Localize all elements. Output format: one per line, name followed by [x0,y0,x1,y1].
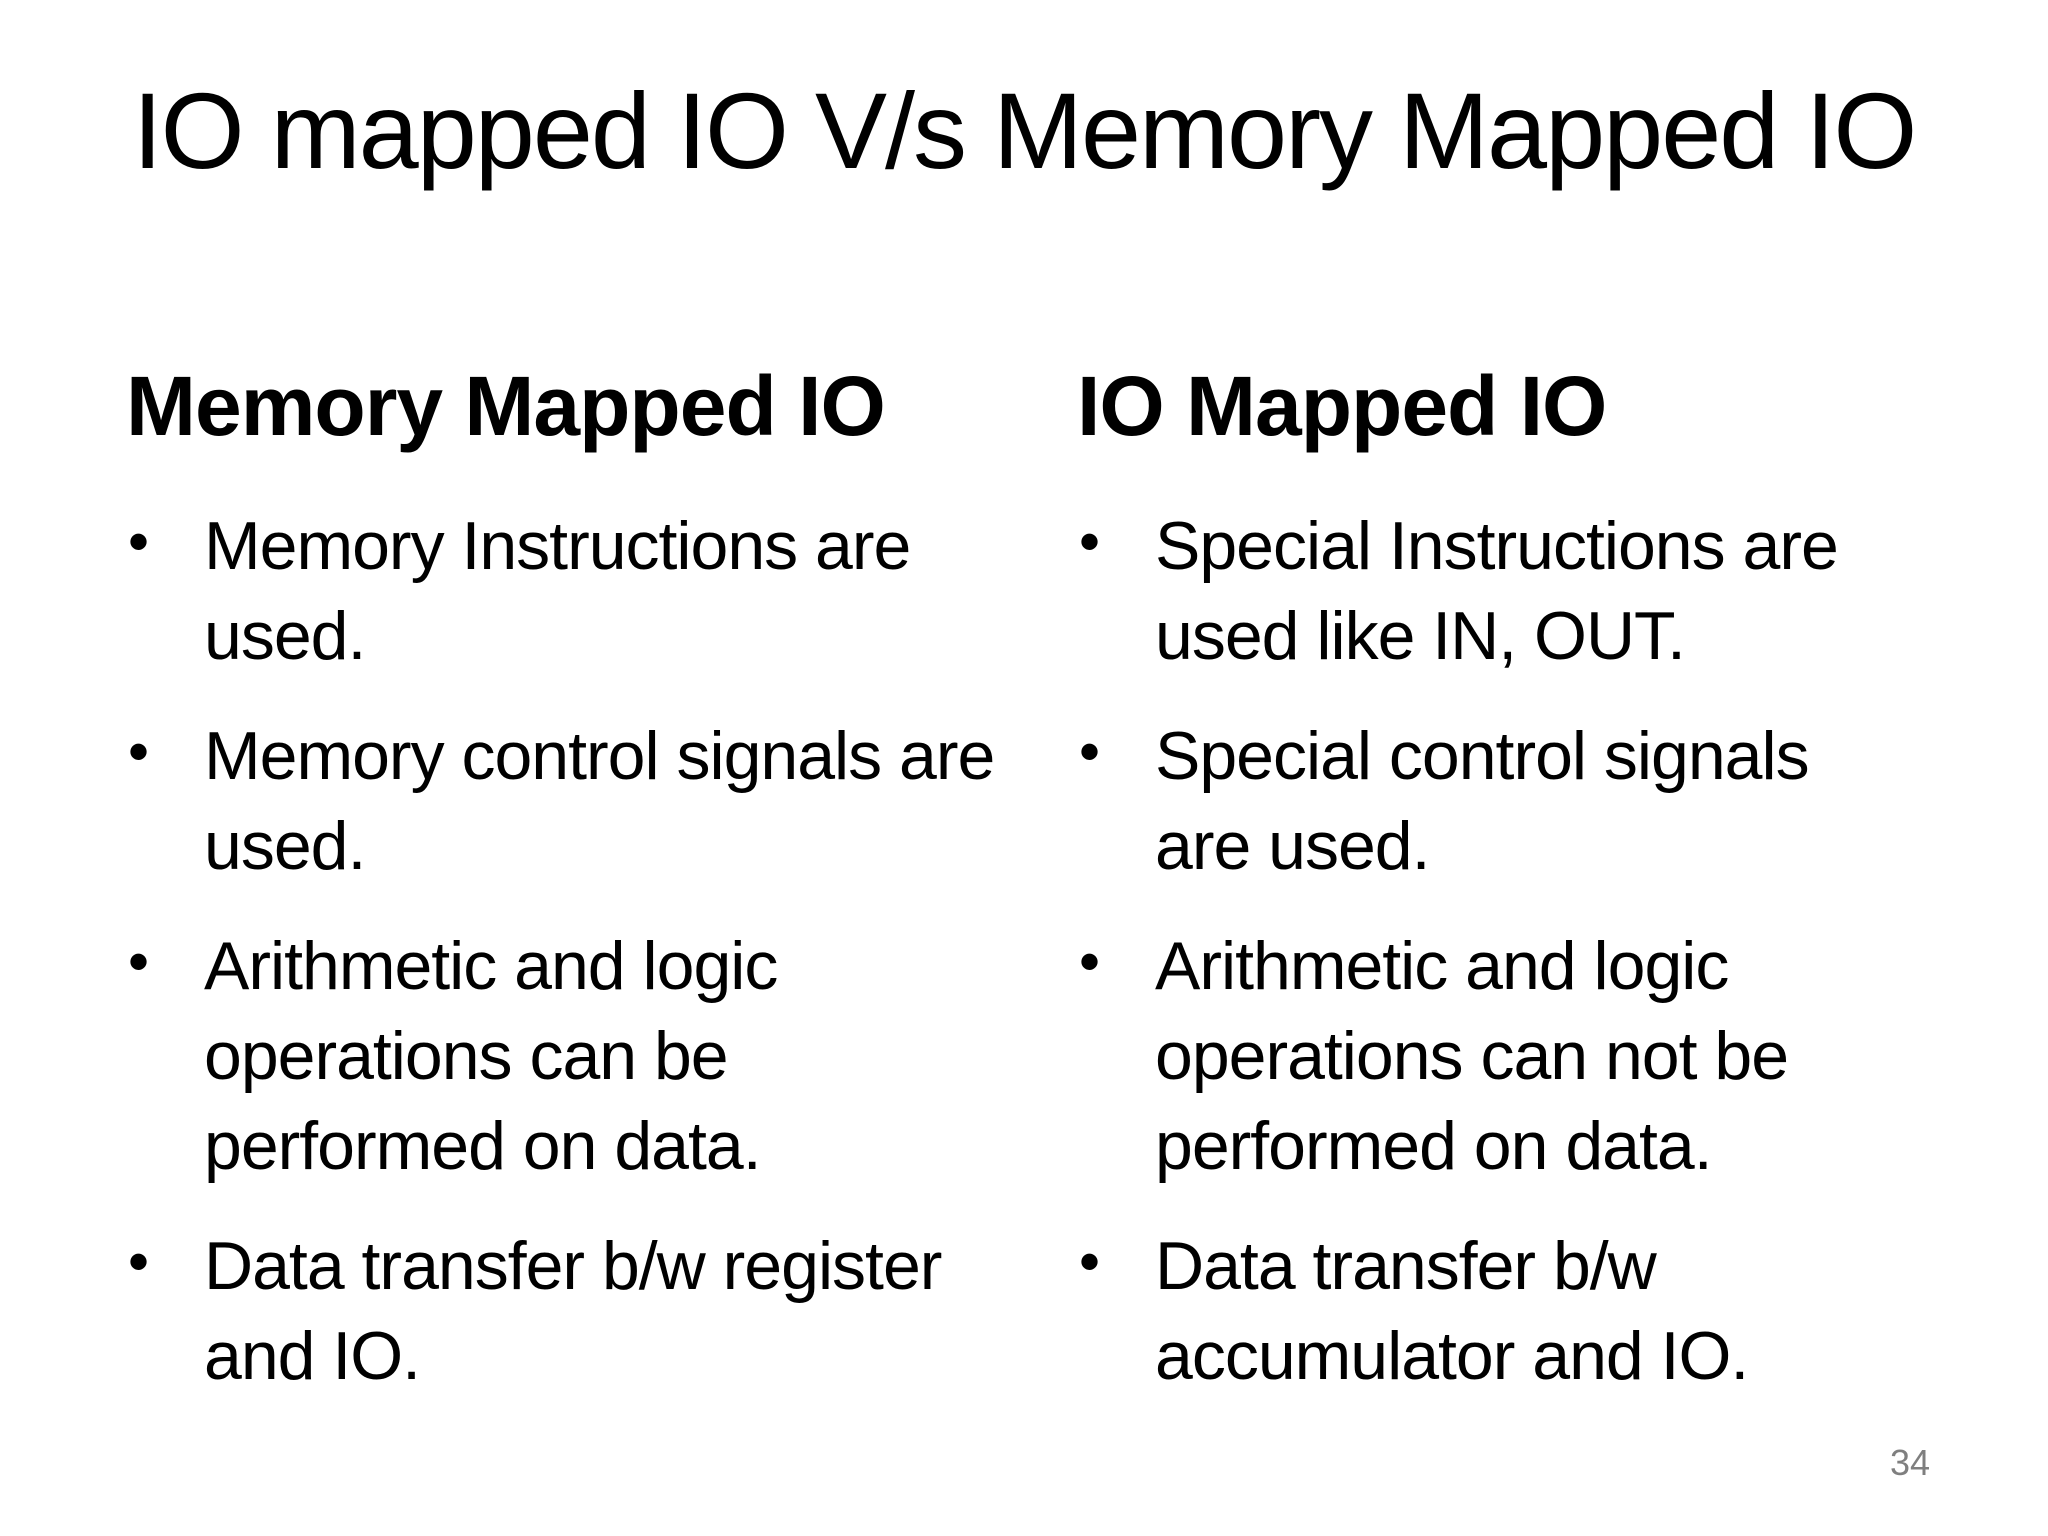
column-heading-memory-mapped-io: Memory Mapped IO [126,359,886,453]
bullet-item: Special Instructions are used like IN, O… [1077,497,1977,681]
bullet-item: Memory Instructions are used. [126,497,1077,681]
comparison-columns: Memory Mapped IO Memory Instructions are… [126,358,1977,1431]
bullet-list-io-mapped-io: Special Instructions are used like IN, O… [1077,497,1977,1401]
page-number: 34 [1889,1442,1930,1483]
bullet-list-memory-mapped-io: Memory Instructions are used. Memory con… [126,497,1077,1401]
bullet-item: Special control signals are used. [1077,707,1977,891]
bullet-item: Memory control signals are used. [126,707,1077,891]
bullet-item: Data transfer b/w accumulator and IO. [1077,1217,1977,1401]
column-memory-mapped-io: Memory Mapped IO Memory Instructions are… [126,358,1077,1431]
bullet-item: Data transfer b/w register and IO. [126,1217,1077,1401]
column-heading-io-mapped-io: IO Mapped IO [1077,359,1607,453]
bullet-item: Arithmetic and logic operations can be p… [126,917,1077,1191]
column-io-mapped-io: IO Mapped IO Special Instructions are us… [1077,358,1977,1431]
slide-title: IO mapped IO V/s Memory Mapped IO [132,70,1918,191]
bullet-item: Arithmetic and logic operations can not … [1077,917,1977,1191]
